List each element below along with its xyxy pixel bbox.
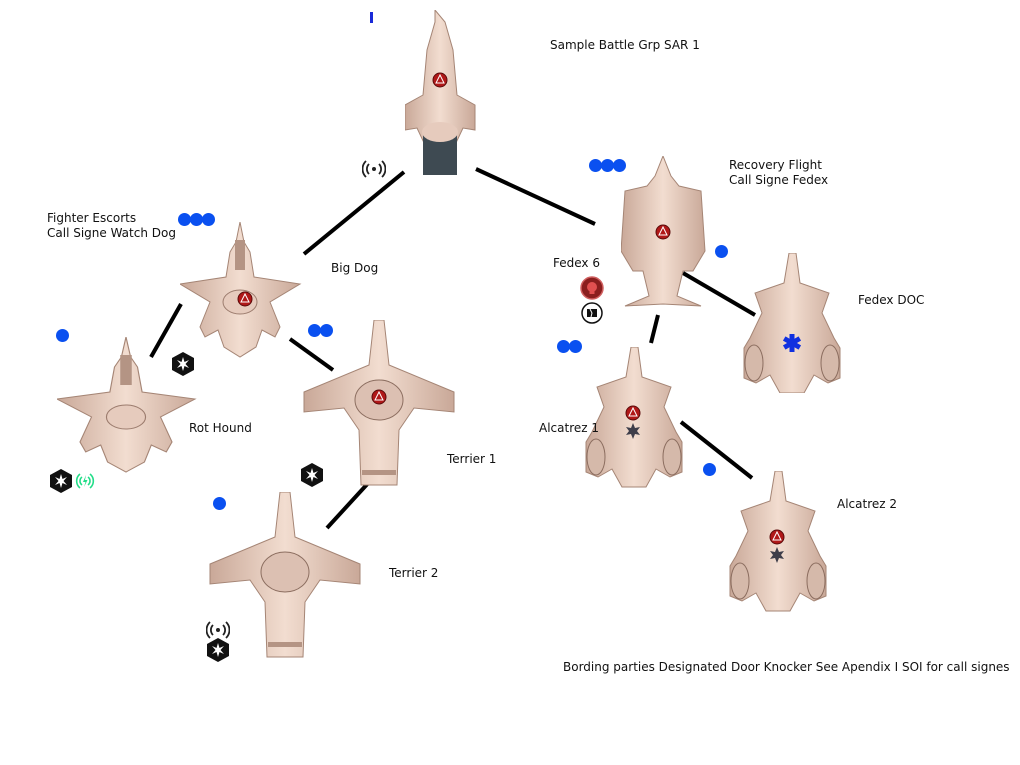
rank-dot [703,463,716,476]
link-big-dog-terrier-1 [288,337,335,372]
fighter-escorts-heading: Fighter Escorts Call Signe Watch Dog [47,211,176,240]
rank-dots-terrier-2 [213,497,226,510]
unit-label-terrier-1: Terrier 1 [447,452,497,466]
rank-dot [601,159,614,172]
ship-fedex-doc[interactable] [741,253,845,393]
ship-fedex-6[interactable] [621,156,707,308]
ship-flagship[interactable] [405,10,477,178]
rank-dot [589,159,602,172]
rank-dots-fedex [589,159,626,172]
battle-group-title: Sample Battle Grp SAR 1 [550,38,700,52]
faction-emblem-icon [237,291,253,307]
faction-emblem-icon [625,405,641,421]
faction-emblem-icon [371,389,387,405]
link-fedex-6-fedex-doc [681,271,757,317]
footnote: Bording parties Designated Door Knocker … [563,660,1010,674]
ship-alcatrez-2[interactable] [727,471,831,617]
ship-alcatrez-1[interactable] [583,347,687,493]
hex-burst-icon [50,469,72,493]
rank-dot [213,497,226,510]
rank-dots-alcatrez-1 [557,340,582,353]
unit-label-fedex-6: Fedex 6 [553,256,600,270]
link-alcatrez-1-alcatrez-2 [679,420,754,480]
green-signal-icon [75,473,95,489]
hex-burst-icon [172,352,194,376]
link-big-dog-rot-hound [149,303,183,358]
rank-dots-rot-hound [56,329,69,342]
radio-icon [362,160,386,178]
rank-dot [320,324,333,337]
rank-dots-fedex-doc [715,245,728,258]
rank-dots-terrier-1 [308,324,333,337]
link-flagship-fedex-6 [475,167,596,226]
medical-star-icon [782,334,802,352]
unit-label-alcatrez-2: Alcatrez 2 [837,497,897,511]
unit-label-alcatrez-1: Alcatrez 1 [539,421,599,435]
unit-label-big-dog: Big Dog [331,261,379,275]
hex-burst-icon [301,463,323,487]
rank-dot [557,340,570,353]
rank-dots-watch-dog [178,213,215,226]
rank-dot [569,340,582,353]
star-insignia-icon [626,423,640,439]
rank-dot [202,213,215,226]
link-flagship-big-dog [302,170,406,256]
link-terrier-1-terrier-2 [325,478,373,530]
faction-emblem-icon [655,224,671,240]
rank-dot [613,159,626,172]
rank-bar-icon [370,12,373,23]
unit-label-rot-hound: Rot Hound [189,421,252,435]
rank-dot [56,329,69,342]
unit-label-terrier-2: Terrier 2 [389,566,439,580]
rank-dot [178,213,191,226]
unit-label-fedex-doc: Fedex DOC [858,293,925,307]
recovery-flight-heading: Recovery Flight Call Signe Fedex [729,158,829,187]
skull-badge-icon [580,276,604,300]
faction-emblem-icon [769,529,785,545]
link-fedex-6-alcatrez-1 [649,314,660,344]
rank-dot [715,245,728,258]
rank-dot [308,324,321,337]
armor-badge-icon [581,302,603,324]
hex-burst-icon [207,638,229,662]
rank-dots-alcatrez-2 [703,463,716,476]
rank-dot [190,213,203,226]
star-insignia-icon [770,547,784,563]
faction-emblem-icon [432,72,448,88]
